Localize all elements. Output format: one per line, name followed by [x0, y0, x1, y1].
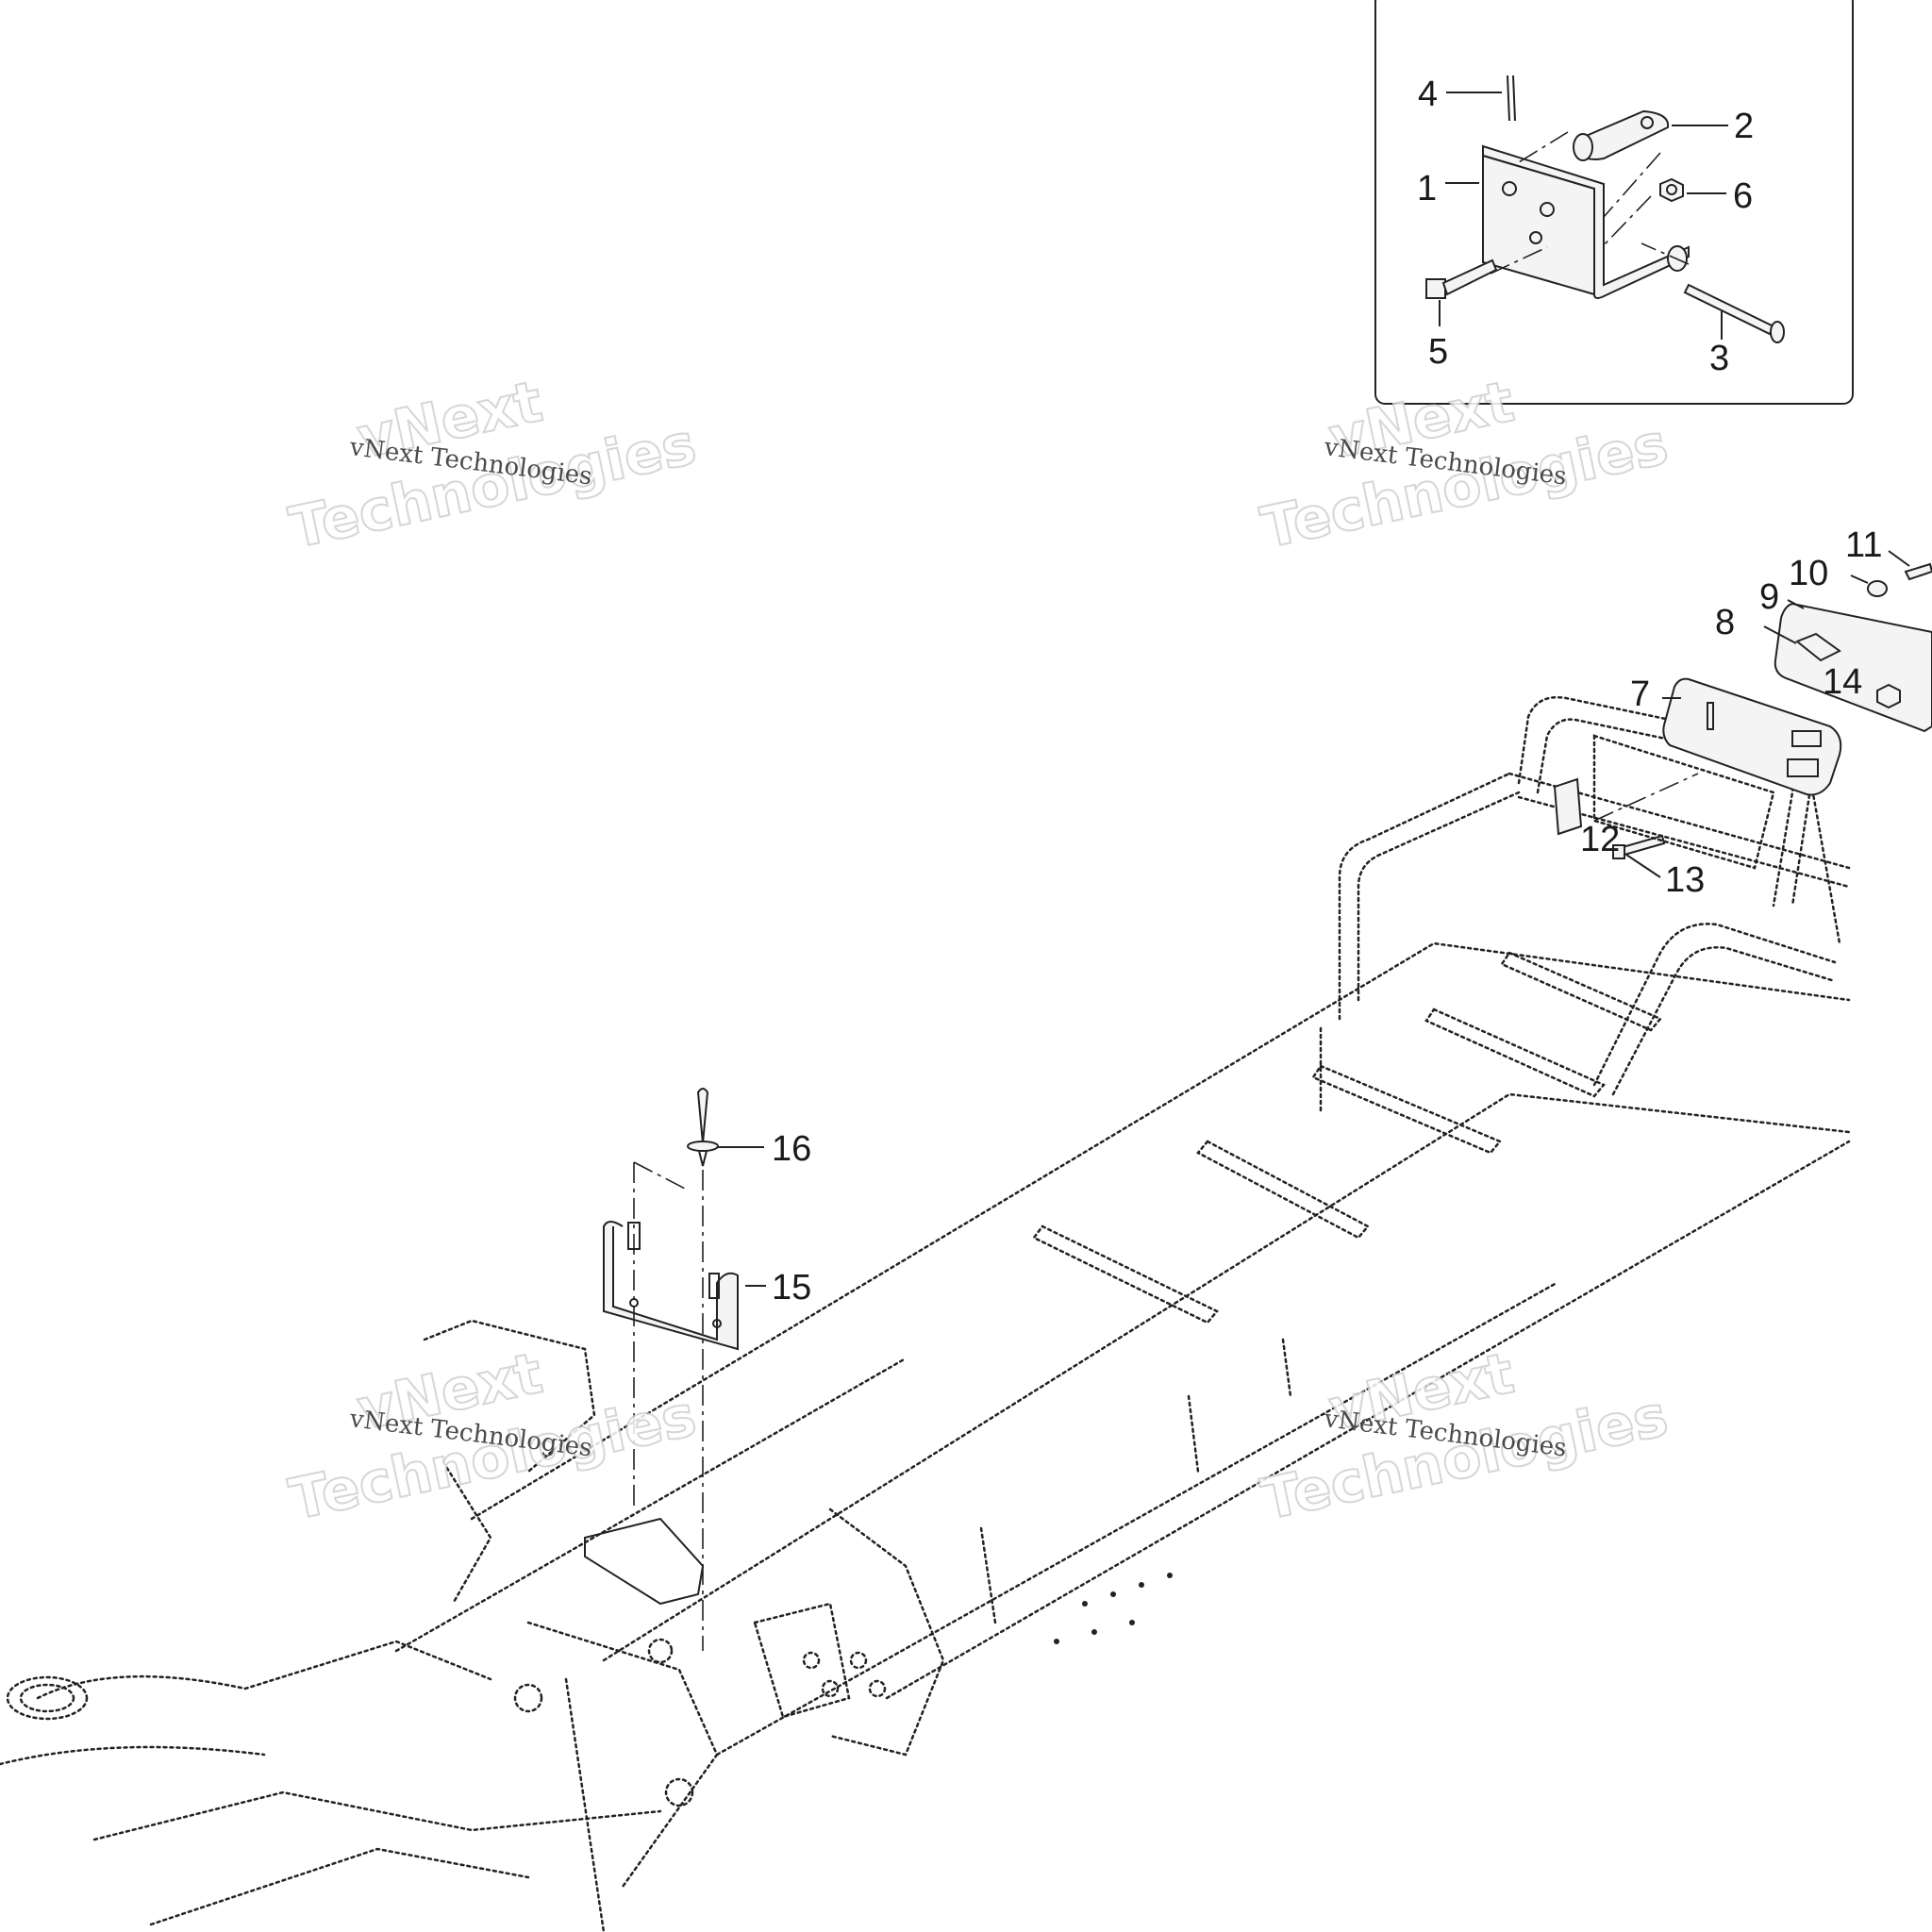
hitch-inset: 4 2 1 6 5 3: [1374, 0, 1854, 405]
callout-14: 14: [1823, 662, 1862, 702]
screw: [1904, 562, 1932, 581]
callout-16: 16: [772, 1129, 811, 1169]
nut: [1659, 177, 1684, 203]
inset-frame: [1374, 0, 1854, 405]
connector: [1553, 777, 1583, 836]
bulb: [1795, 632, 1841, 662]
lock-nut: [1876, 683, 1901, 709]
bolt: [1425, 278, 1446, 299]
callout-12: 12: [1580, 820, 1620, 859]
cotter-pin: [1507, 75, 1510, 122]
callout-10: 10: [1789, 554, 1828, 593]
callout-9: 9: [1759, 577, 1779, 617]
callout-6: 6: [1733, 176, 1753, 216]
bracket-assembly: 16 15: [584, 1088, 811, 1651]
washer: [1867, 580, 1888, 597]
front-bulkhead: [0, 1319, 945, 1926]
u-bracket: [603, 1221, 739, 1351]
chassis-frame: [0, 695, 1851, 1932]
steering-cup: [6, 1675, 89, 1721]
taillight-housing: [1662, 677, 1842, 796]
callout-1: 1: [1417, 169, 1437, 208]
callout-4: 4: [1418, 75, 1438, 114]
callout-8: 8: [1715, 603, 1735, 642]
callout-11: 11: [1845, 525, 1882, 565]
callout-3: 3: [1709, 339, 1729, 378]
callout-2: 2: [1734, 107, 1754, 146]
tunnel-slats: [1032, 951, 1663, 1324]
hitch-pin: [1683, 283, 1775, 336]
callout-7: 7: [1630, 675, 1650, 714]
callout-13: 13: [1665, 860, 1705, 900]
push-rivet: [696, 1088, 709, 1144]
taillight-assembly: 7 8 9 10 11 14 12 13: [1553, 525, 1932, 900]
rivet-holes: [513, 1573, 1173, 1807]
callout-15: 15: [772, 1268, 811, 1307]
base-plate: [584, 1517, 705, 1606]
callout-5: 5: [1428, 332, 1448, 372]
